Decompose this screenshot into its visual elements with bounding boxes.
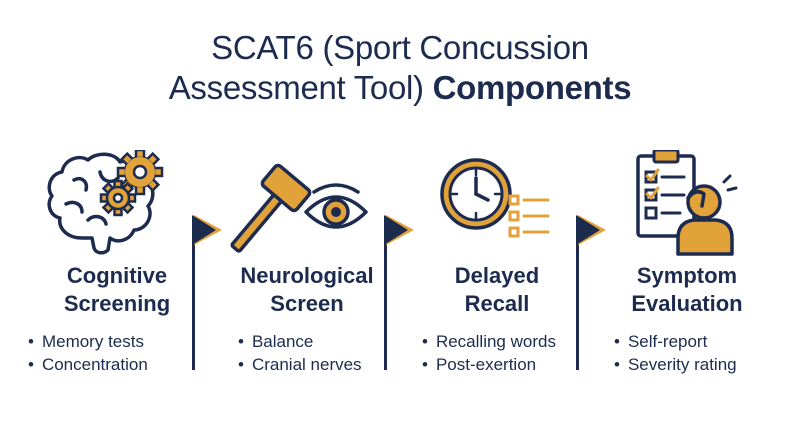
page-title: SCAT6 (Sport Concussion Assessment Tool)… bbox=[0, 28, 800, 108]
arrow-right-icon bbox=[576, 215, 606, 245]
component-heading: Neurological Screen bbox=[240, 263, 374, 316]
checklist bbox=[508, 194, 550, 238]
title-line-1: SCAT6 (Sport Concussion bbox=[211, 29, 589, 66]
person bbox=[676, 174, 738, 256]
component-heading: Delayed Recall bbox=[454, 263, 540, 316]
arrow-right-icon bbox=[192, 215, 222, 245]
component-bullets: Recalling words Post-exertion bbox=[422, 330, 622, 376]
reflex-hammer bbox=[230, 163, 312, 253]
list-item: Recalling words bbox=[422, 330, 622, 353]
list-item: Balance bbox=[238, 330, 438, 353]
list-item: Memory tests bbox=[28, 330, 228, 353]
list-item: Concentration bbox=[28, 353, 228, 376]
divider-1 bbox=[192, 228, 195, 370]
list-item: Self-report bbox=[614, 330, 800, 353]
clipboard bbox=[636, 150, 696, 238]
component-heading: Symptom Evaluation bbox=[631, 263, 743, 316]
divider-2 bbox=[384, 228, 387, 370]
component-heading: Cognitive Screening bbox=[63, 263, 171, 316]
list-item: Cranial nerves bbox=[238, 353, 438, 376]
clipboard-person-icon bbox=[636, 150, 738, 256]
title-line-2-bold: Components bbox=[432, 69, 632, 106]
reflex-hammer-eye-icon bbox=[230, 163, 368, 253]
clock-list-icon bbox=[440, 158, 550, 238]
large-gear bbox=[116, 150, 164, 196]
title-line-2-regular: Assessment Tool) bbox=[168, 69, 433, 106]
component-bullets: Balance Cranial nerves bbox=[238, 330, 438, 376]
title-line-2: Assessment Tool) Components bbox=[0, 68, 800, 108]
small-gear bbox=[99, 179, 137, 217]
component-bullets: Self-report Severity rating bbox=[614, 330, 800, 376]
brain-gears-icon bbox=[47, 150, 164, 255]
eye bbox=[304, 183, 368, 229]
list-item: Post-exertion bbox=[422, 353, 622, 376]
list-item: Severity rating bbox=[614, 353, 800, 376]
component-bullets: Memory tests Concentration bbox=[28, 330, 228, 376]
arrow-right-icon bbox=[384, 215, 414, 245]
divider-3 bbox=[576, 228, 579, 370]
clock bbox=[440, 158, 512, 230]
